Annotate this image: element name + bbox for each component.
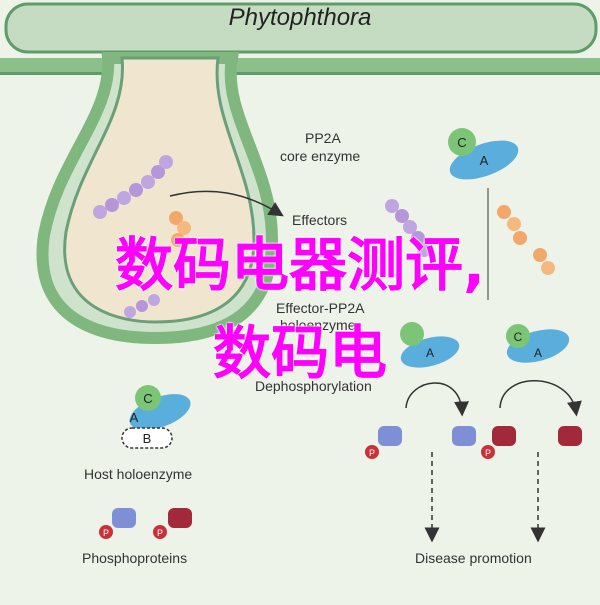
effector-pp2a-complex-left: A	[400, 322, 460, 368]
dephos-arrow-right	[499, 380, 582, 417]
pp2a-core-subunit-a: A	[480, 153, 489, 168]
pp2a-core-subunit-c: C	[457, 135, 466, 150]
phosphoprotein-red: P	[153, 508, 192, 539]
dephos-arrow-left	[405, 382, 469, 417]
label-core-enzyme: core enzyme	[280, 148, 361, 164]
effector-complex-right-subunit-c: C	[514, 330, 523, 344]
phospho-p-label-1: P	[103, 528, 109, 538]
target-p-label-1: P	[369, 448, 375, 458]
effector-chain-lower	[124, 294, 160, 318]
host-holoenzyme-complex: C A B	[121, 385, 191, 449]
target-protein-blue-1: P	[365, 426, 402, 459]
effector-pp2a-complex-right: C A	[506, 324, 570, 363]
host-membrane-inner	[0, 72, 600, 75]
label-host-holoenzyme: Host holoenzyme	[84, 466, 193, 482]
effector-complex-left-subunit-a: A	[426, 346, 434, 360]
overlay-text-line1: 数码电器测评,	[114, 231, 486, 299]
label-disease-promotion: Disease promotion	[415, 550, 532, 566]
effector-pink-right	[533, 248, 555, 275]
phosphoprotein-blue: P	[99, 508, 136, 539]
pathogen-title: Phytophthora	[228, 4, 372, 31]
secretion-arrow	[169, 190, 284, 217]
target-p-label-2: P	[485, 448, 491, 458]
label-effectors: Effectors	[292, 212, 347, 228]
label-dephosphorylation: Dephosphorylation	[255, 378, 372, 394]
label-phosphoproteins: Phosphoproteins	[82, 550, 188, 566]
target-protein-red-1: P	[481, 426, 516, 459]
phospho-p-label-2: P	[157, 528, 163, 538]
secreted-effectors-orange	[497, 205, 527, 245]
label-effector-pp2a: Effector-PP2A	[276, 300, 365, 316]
effector-complex-right-subunit-a: A	[534, 346, 542, 360]
host-subunit-c: C	[143, 391, 152, 406]
host-subunit-a: A	[130, 410, 139, 425]
effector-orange	[169, 211, 191, 247]
pathogen-body	[4, 2, 598, 54]
host-membrane	[0, 58, 600, 72]
label-holoenzyme: holoenzyme	[280, 317, 356, 333]
overlay-text-line2: 数码电	[212, 319, 387, 387]
haustorium-body	[63, 56, 256, 324]
effector-chain-purple	[93, 155, 173, 219]
pp2a-core-complex: C A	[448, 128, 519, 180]
secreted-effectors-purple	[385, 199, 431, 257]
host-subunit-b: B	[143, 431, 152, 446]
target-protein-red-2	[558, 426, 582, 446]
label-pp2a: PP2A	[305, 130, 341, 146]
target-protein-blue-2	[452, 426, 476, 446]
